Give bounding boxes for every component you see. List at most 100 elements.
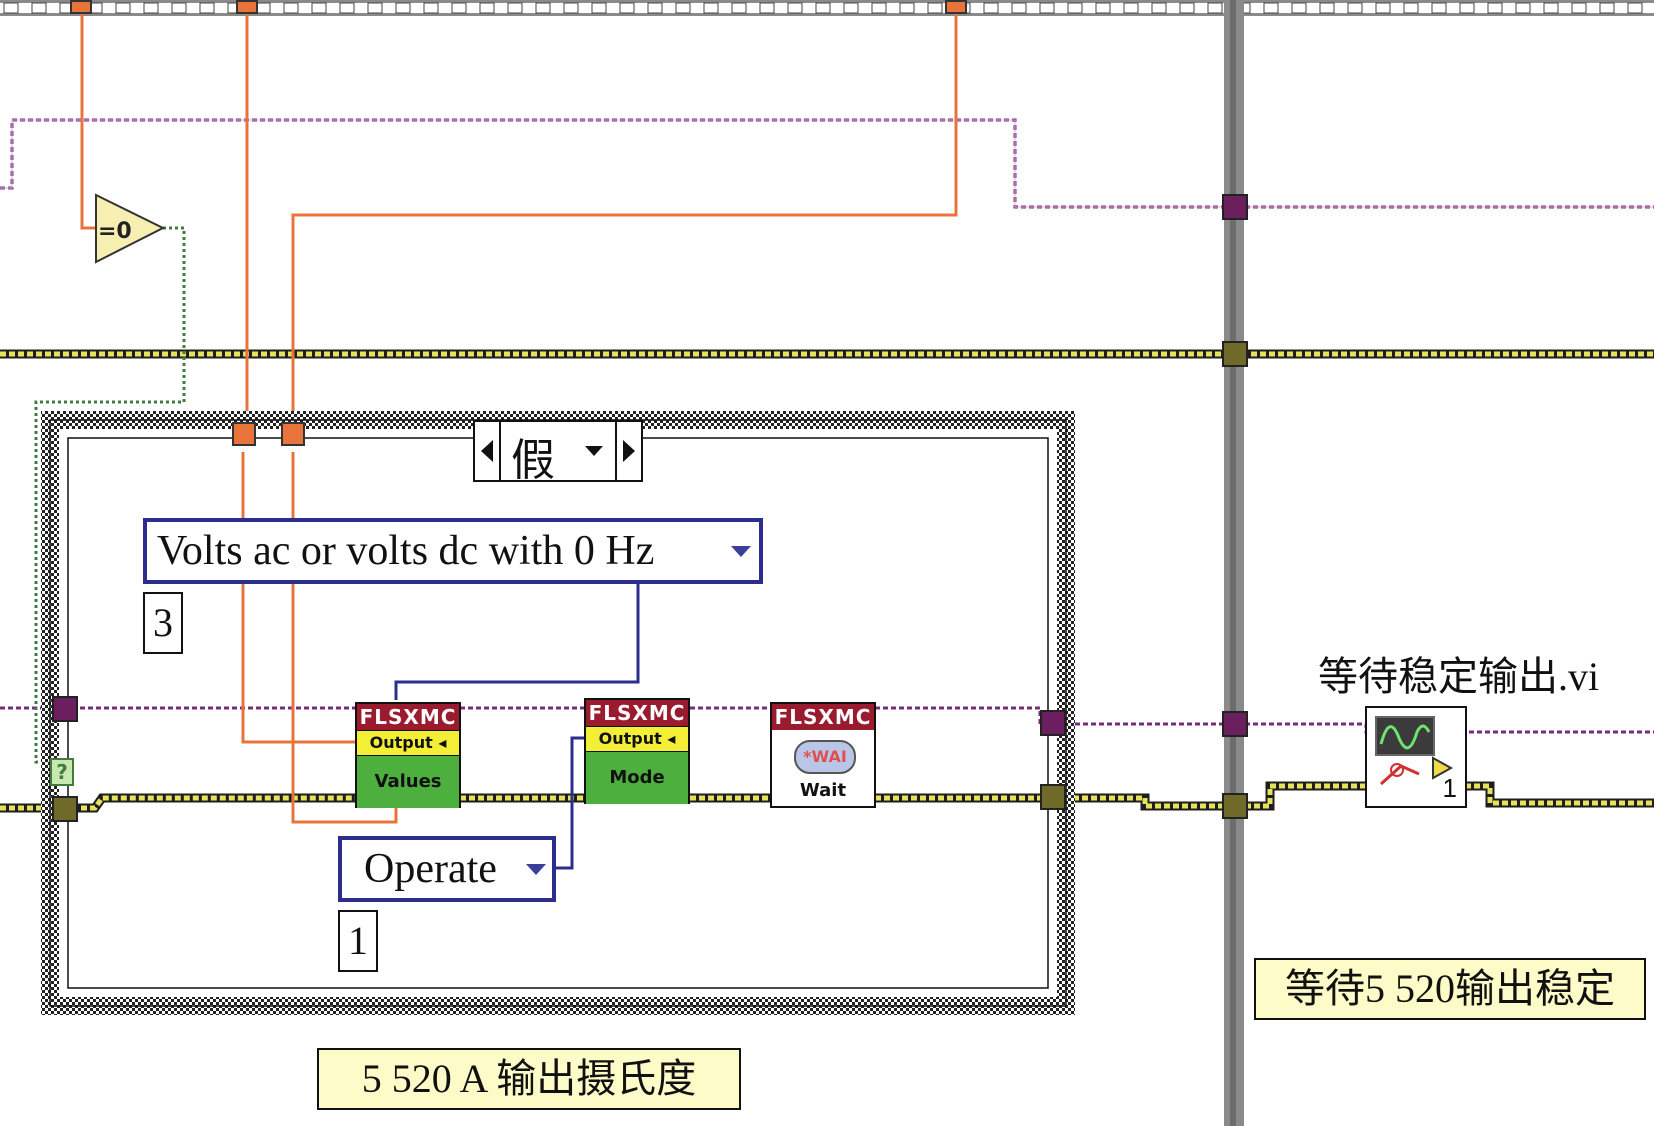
film-hole xyxy=(311,2,327,14)
arrow-left-icon xyxy=(481,440,493,462)
film-hole xyxy=(1319,2,1335,14)
film-hole xyxy=(619,2,635,14)
film-hole xyxy=(1627,2,1643,14)
film-hole xyxy=(787,2,803,14)
function-enum-constant[interactable]: Volts ac or volts dc with 0 Hz xyxy=(143,518,763,584)
film-hole xyxy=(1179,2,1195,14)
film-hole xyxy=(1039,2,1055,14)
speech-bubble-icon: *WAI xyxy=(794,740,856,774)
film-hole xyxy=(255,2,271,14)
film-hole xyxy=(1515,2,1531,14)
film-hole xyxy=(1011,2,1027,14)
wait-subvi[interactable]: FLSXMC *WAI Wait xyxy=(770,702,876,808)
film-hole xyxy=(647,2,663,14)
orange-tunnel-case-2 xyxy=(281,422,305,446)
enum-dropdown-icon[interactable] xyxy=(731,546,751,557)
mode-index-display: 1 xyxy=(338,910,378,972)
chevron-down-icon[interactable] xyxy=(585,446,603,456)
orange-tunnel-top-2 xyxy=(236,0,258,14)
case-selector-terminal-label: ? xyxy=(56,760,68,784)
subvi-name: Mode xyxy=(586,752,688,804)
cluster-tunnel-case-right xyxy=(1040,710,1066,736)
film-hole xyxy=(199,2,215,14)
cluster-tunnel-case-left xyxy=(52,696,78,722)
cluster-tunnel-frame-upper xyxy=(1222,194,1248,220)
film-hole xyxy=(1403,2,1419,14)
oscilloscope-icon xyxy=(1375,716,1435,756)
film-hole xyxy=(731,2,747,14)
wait-stable-output-vi[interactable]: 1 xyxy=(1365,706,1467,808)
film-hole xyxy=(899,2,915,14)
film-hole xyxy=(1067,2,1083,14)
film-hole xyxy=(927,2,943,14)
enum-dropdown-icon[interactable] xyxy=(526,864,546,875)
film-hole xyxy=(1291,2,1307,14)
equal-zero-node: =0 xyxy=(95,193,166,264)
film-hole xyxy=(171,2,187,14)
film-hole xyxy=(759,2,775,14)
film-hole xyxy=(339,2,355,14)
film-hole xyxy=(31,2,47,14)
film-hole xyxy=(675,2,691,14)
case-comment-label: 5 520 A 输出摄氏度 xyxy=(317,1048,741,1110)
orange-tunnel-case-1 xyxy=(232,422,256,446)
subvi-header: FLSXMC xyxy=(357,704,459,730)
film-hole xyxy=(395,2,411,14)
film-hole xyxy=(1599,2,1615,14)
case-selector-value: 假 xyxy=(511,436,555,485)
cluster-tunnel-frame-lower xyxy=(1222,711,1248,737)
film-hole xyxy=(1207,2,1223,14)
case-selector[interactable]: 假 xyxy=(473,420,643,485)
frame-comment-label: 等待5 520输出稳定 xyxy=(1254,958,1646,1020)
subvi-header: FLSXMC xyxy=(772,704,874,730)
refnum-tunnel-case-left xyxy=(52,796,78,822)
film-hole xyxy=(1571,2,1587,14)
film-hole xyxy=(1431,2,1447,14)
case-selector-terminal[interactable]: ? xyxy=(50,758,74,786)
film-hole xyxy=(283,2,299,14)
enum-wire-function xyxy=(394,582,640,700)
film-hole xyxy=(451,2,467,14)
subvi-name: Values xyxy=(357,756,459,808)
output-values-subvi[interactable]: FLSXMC Output ◂ Values xyxy=(355,702,461,808)
film-hole xyxy=(115,2,131,14)
ramp-icon xyxy=(1379,756,1454,786)
waveform-icon xyxy=(1379,724,1431,750)
film-hole xyxy=(479,2,495,14)
film-hole xyxy=(703,2,719,14)
film-hole xyxy=(1459,2,1475,14)
film-hole xyxy=(591,2,607,14)
case-prev-button[interactable] xyxy=(475,422,501,480)
subvi-name: Wait xyxy=(799,780,847,801)
equal-zero-label: =0 xyxy=(98,219,132,244)
enum-wire-mode xyxy=(554,736,585,870)
film-hole xyxy=(367,2,383,14)
refnum-tunnel-frame-lower xyxy=(1222,793,1248,819)
wait-vi-label: 等待稳定输出.vi xyxy=(1318,654,1600,699)
film-hole xyxy=(1123,2,1139,14)
case-structure-border xyxy=(41,411,1075,1015)
film-hole xyxy=(423,2,439,14)
mode-enum-value: Operate xyxy=(364,846,497,892)
refnum-wire-lower xyxy=(0,781,1654,813)
mode-enum-constant[interactable]: Operate xyxy=(338,836,556,902)
film-hole xyxy=(1487,2,1503,14)
case-next-button[interactable] xyxy=(615,422,641,480)
function-enum-value: Volts ac or volts dc with 0 Hz xyxy=(157,528,655,574)
wait-vi-badge: 1 xyxy=(1442,773,1457,803)
output-mode-subvi[interactable]: FLSXMC Output ◂ Mode xyxy=(584,698,690,804)
film-hole xyxy=(563,2,579,14)
film-hole xyxy=(815,2,831,14)
subvi-header: FLSXMC xyxy=(586,700,688,726)
film-hole xyxy=(1543,2,1559,14)
film-hole xyxy=(143,2,159,14)
refnum-tunnel-case-right xyxy=(1040,784,1066,810)
film-hole xyxy=(507,2,523,14)
film-hole xyxy=(1263,2,1279,14)
subvi-connector: Output ◂ xyxy=(357,730,459,756)
subvi-connector: Output ◂ xyxy=(586,726,688,752)
film-hole xyxy=(3,2,19,14)
orange-tunnel-top-1 xyxy=(70,0,92,14)
film-hole xyxy=(983,2,999,14)
film-hole xyxy=(1375,2,1391,14)
